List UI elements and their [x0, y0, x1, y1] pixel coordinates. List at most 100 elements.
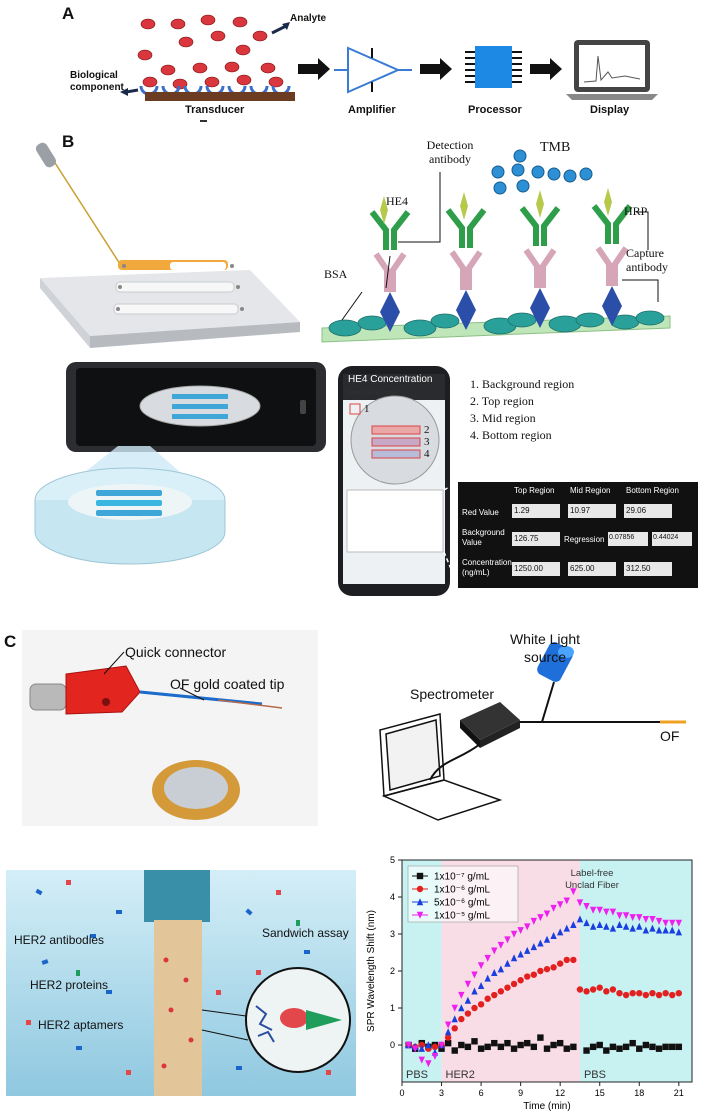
series-2-point [603, 922, 610, 930]
regression-label: Regression [564, 535, 605, 544]
series-3-point [616, 912, 623, 920]
quick-connector-label: Quick connector [125, 644, 227, 660]
annotation-line-1: Label-free [571, 868, 614, 879]
display-label: Display [590, 104, 630, 116]
series-0-point [451, 1047, 458, 1054]
series-2-point [636, 922, 643, 930]
series-3-point [603, 908, 610, 916]
series-3-point [629, 914, 636, 922]
light-source-icon [537, 642, 574, 682]
series-3-point [530, 917, 538, 925]
col-mid: Mid Region [570, 486, 611, 495]
series-0-point [524, 1039, 531, 1047]
series-3-point [543, 910, 551, 918]
panel-b-letter: B [62, 132, 75, 151]
series-2-point [484, 974, 491, 982]
fiber-core [154, 920, 202, 1096]
series-0-point [497, 1043, 505, 1051]
series-0-point [517, 1041, 524, 1049]
series-1-point [550, 964, 557, 971]
series-3-point [589, 906, 597, 914]
series-2-point [662, 926, 669, 934]
series-3-point [622, 912, 630, 920]
legend-label-1: 1x10⁻⁶ g/mL [434, 885, 491, 896]
series-3-point [636, 914, 643, 922]
series-3-point [411, 1045, 419, 1053]
series-0-point [510, 1045, 518, 1052]
series-1-point [556, 960, 564, 967]
region-item-mid: 3. Mid region [470, 411, 536, 425]
series-3-point [537, 914, 544, 922]
legend-marker-2 [416, 898, 424, 906]
series-1-point [596, 984, 603, 991]
series-2-point [504, 959, 511, 967]
series-2-point [550, 932, 557, 940]
y-tick-label: 0 [390, 1040, 395, 1050]
series-2-point [609, 924, 617, 932]
series-0-point [655, 1045, 663, 1052]
panel-c-letter: C [4, 632, 17, 651]
x-tick-label: 12 [555, 1088, 565, 1098]
series-1-point [570, 956, 577, 964]
series-0-point [675, 1043, 683, 1051]
series-0-point [603, 1047, 610, 1054]
phone-screen-title: HE4 Concentration [348, 374, 433, 385]
series-2-point [530, 943, 538, 951]
legend-label-0: 1x10⁻⁷ g/mL [434, 872, 490, 883]
series-0-point [477, 1045, 485, 1052]
series-3-point [431, 1052, 439, 1060]
series-2-point [583, 919, 590, 927]
series-1-point [517, 977, 524, 984]
series-1-point [576, 986, 584, 993]
series-1-point [543, 965, 551, 973]
processor-icon [465, 46, 522, 88]
series-0-point [589, 1043, 597, 1051]
series-3-point [669, 919, 676, 927]
series-3-point [451, 1004, 458, 1012]
series-3-point [655, 917, 663, 925]
series-3-point [491, 947, 498, 955]
series-2-point [464, 996, 472, 1004]
series-2-point [642, 926, 650, 934]
her2-proteins-label: HER2 proteins [30, 978, 109, 992]
legend-label-3: 1x10⁻⁵ g/mL [434, 911, 491, 922]
series-1-point [484, 995, 491, 1002]
tmb-label: TMB [540, 140, 571, 155]
red-mid: 10.97 [568, 504, 616, 518]
series-0-point [471, 1038, 478, 1045]
series-2-point [675, 928, 683, 936]
panel-a-diagram [120, 14, 658, 122]
phone-region-4: 4 [424, 448, 430, 460]
series-3-point [438, 1041, 445, 1049]
concentration-label: Concentration (ng/mL) [462, 558, 512, 577]
series-0-point [537, 1034, 544, 1041]
series-1-point [603, 988, 610, 995]
white-light-label: White Light source [509, 631, 581, 665]
col-top: Top Region [514, 486, 555, 495]
of-label: OF [660, 728, 680, 744]
red-top: 1.29 [512, 504, 560, 518]
coin-icon [152, 760, 240, 820]
series-2-point [655, 926, 663, 934]
series-0-point [669, 1043, 676, 1051]
series-3-point [484, 954, 491, 962]
series-3-point [464, 980, 472, 988]
analyte-molecules [137, 14, 284, 90]
background-label: Background Value [462, 528, 505, 547]
x-tick-label: 6 [479, 1088, 484, 1098]
phone-horizontal [66, 362, 326, 452]
capture-antibody-label: Capture antibody [626, 246, 668, 274]
series-0-point [616, 1045, 623, 1052]
processor-label: Processor [468, 104, 522, 116]
conc-mid: 625.00 [568, 562, 616, 576]
sandwich-assay-illustration [6, 870, 356, 1096]
region-label-0: PBS [406, 1069, 428, 1081]
x-tick-label: 21 [674, 1088, 684, 1098]
series-1-point [524, 973, 531, 980]
transducer-label: Transducer [185, 104, 245, 116]
series-2-point [589, 922, 597, 930]
series-3-point [497, 941, 505, 949]
phone-region-1: 1 [364, 403, 370, 415]
series-0-point [491, 1039, 498, 1047]
bsa-blobs [328, 310, 665, 337]
